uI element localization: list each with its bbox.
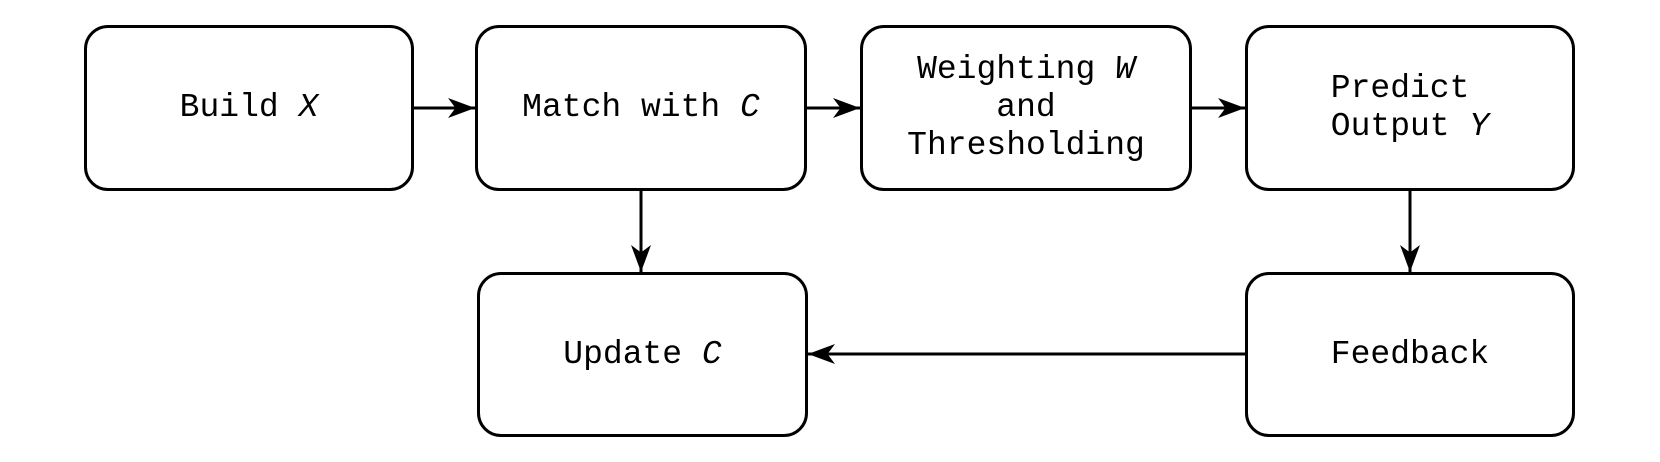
node-match-with-c-label: Match with C — [522, 89, 760, 126]
node-update-c: Update C — [477, 272, 808, 437]
node-update-c-label: Update C — [563, 335, 722, 373]
node-match-with-c: Match with C — [475, 25, 807, 191]
node-build-x-label: Build X — [179, 89, 319, 126]
node-feedback: Feedback — [1245, 272, 1575, 437]
node-build-x: Build X — [84, 25, 414, 191]
node-feedback-label: Feedback — [1330, 335, 1490, 373]
